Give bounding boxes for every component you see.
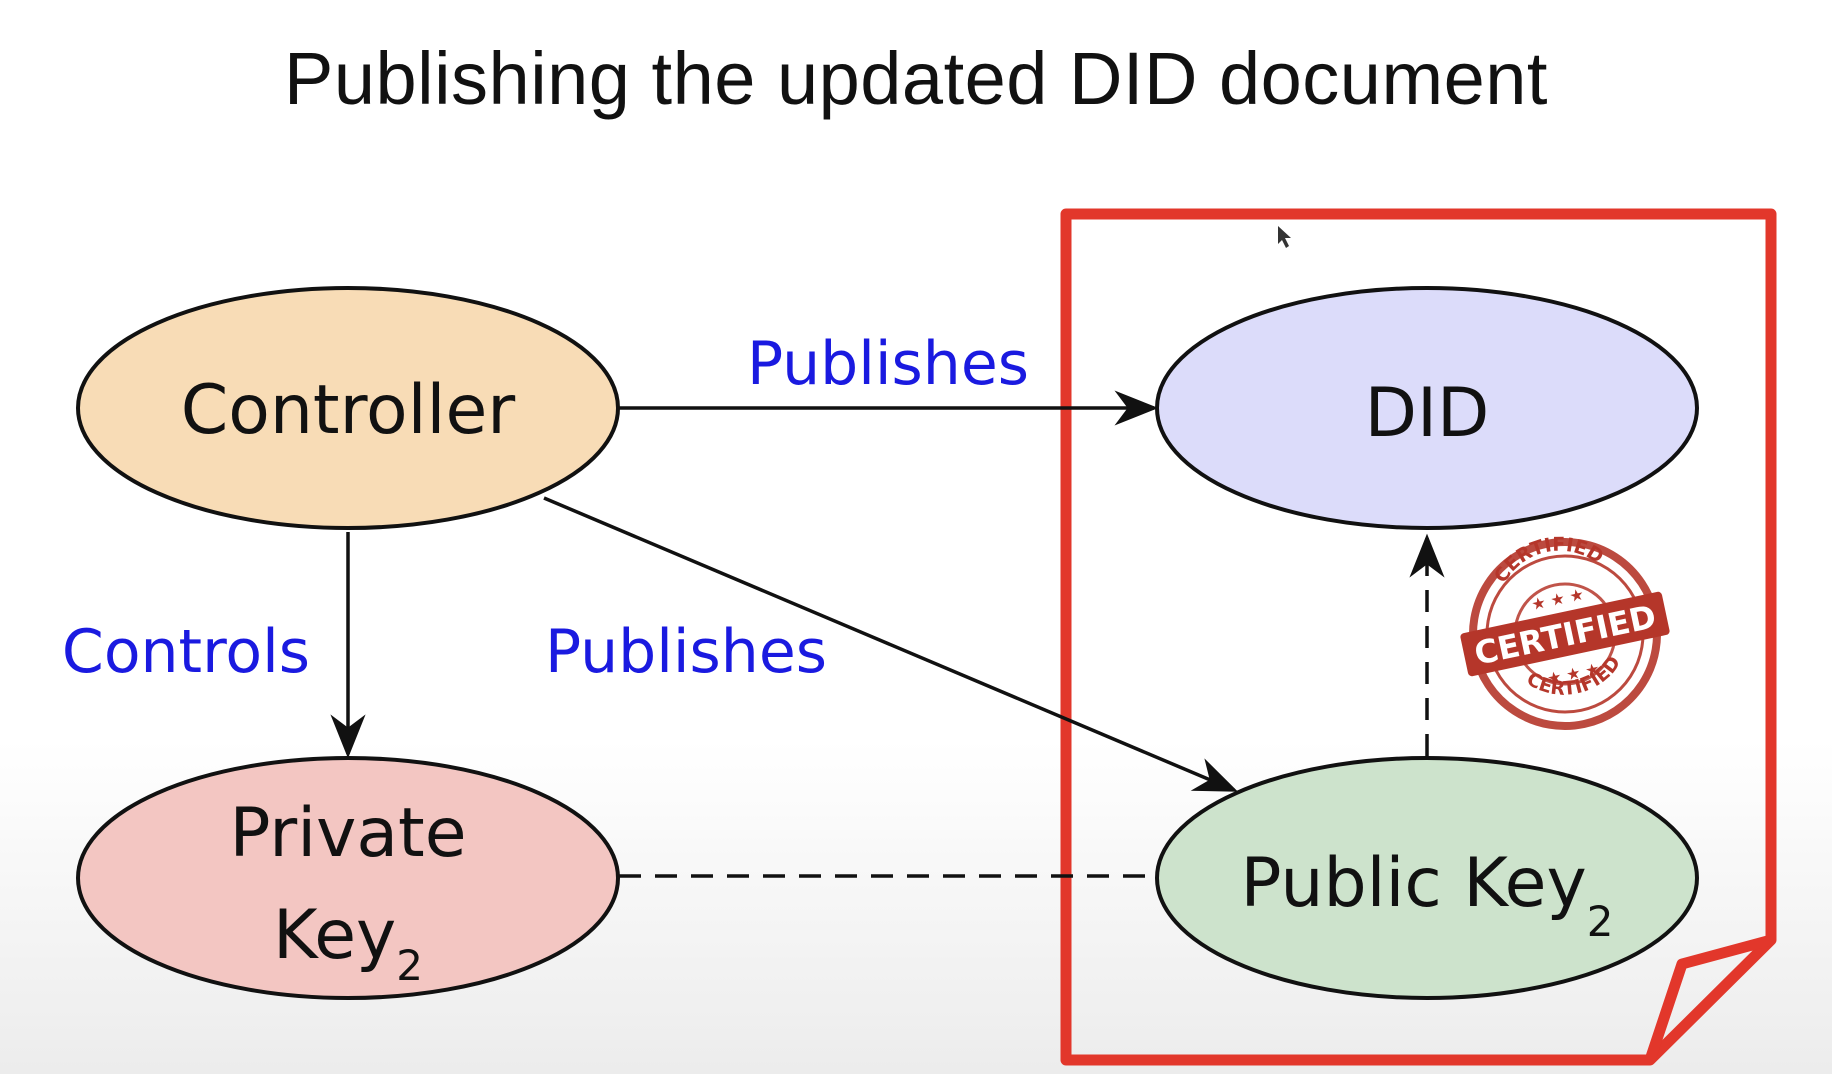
stamp-top-text: CERTIFIED — [1484, 523, 1611, 590]
node-private-key-shape — [76, 756, 620, 1000]
node-public-key: Public Key2 — [1155, 756, 1699, 1000]
edge-label-publishes-did: Publishes — [747, 329, 1029, 399]
node-private-key-label-line2: Key2 — [273, 896, 423, 990]
node-controller-shape — [76, 286, 620, 530]
certified-stamp: CERTIFIED CERTIFIED ★ ★ ★ ★ ★ ★ CERTIFIE… — [1460, 523, 1670, 730]
node-private-key: Private Key2 — [76, 756, 620, 1000]
node-public-key-label-line: Public Key2 — [1241, 844, 1614, 946]
stamp-banner — [1460, 591, 1670, 677]
node-did-shape — [1155, 286, 1699, 530]
node-did: DID — [1155, 286, 1699, 530]
edge-label-publishes-public-key: Publishes — [545, 617, 827, 687]
stamp-center-text: CERTIFIED — [1471, 597, 1659, 673]
node-controller: Controller — [76, 286, 620, 530]
mouse-cursor-icon — [1278, 226, 1291, 248]
slide-title: Publishing the updated DID document — [284, 37, 1548, 120]
node-private-key-subscript: 2 — [396, 941, 423, 990]
node-public-key-subscript: 2 — [1587, 897, 1614, 946]
node-private-key-label-line1: Private — [229, 794, 466, 873]
document-frame — [1060, 208, 1777, 1066]
node-public-key-text: Public Key — [1241, 844, 1587, 923]
stamp-top-text-group: CERTIFIED — [1484, 523, 1611, 590]
edge-label-controls: Controls — [62, 617, 310, 687]
node-public-key-shape — [1155, 756, 1699, 1000]
edge-controller-to-public-key — [543, 496, 1239, 792]
node-private-key-key-text: Key — [273, 896, 396, 975]
node-controller-label: Controller — [181, 371, 516, 450]
node-did-label: DID — [1365, 374, 1490, 453]
